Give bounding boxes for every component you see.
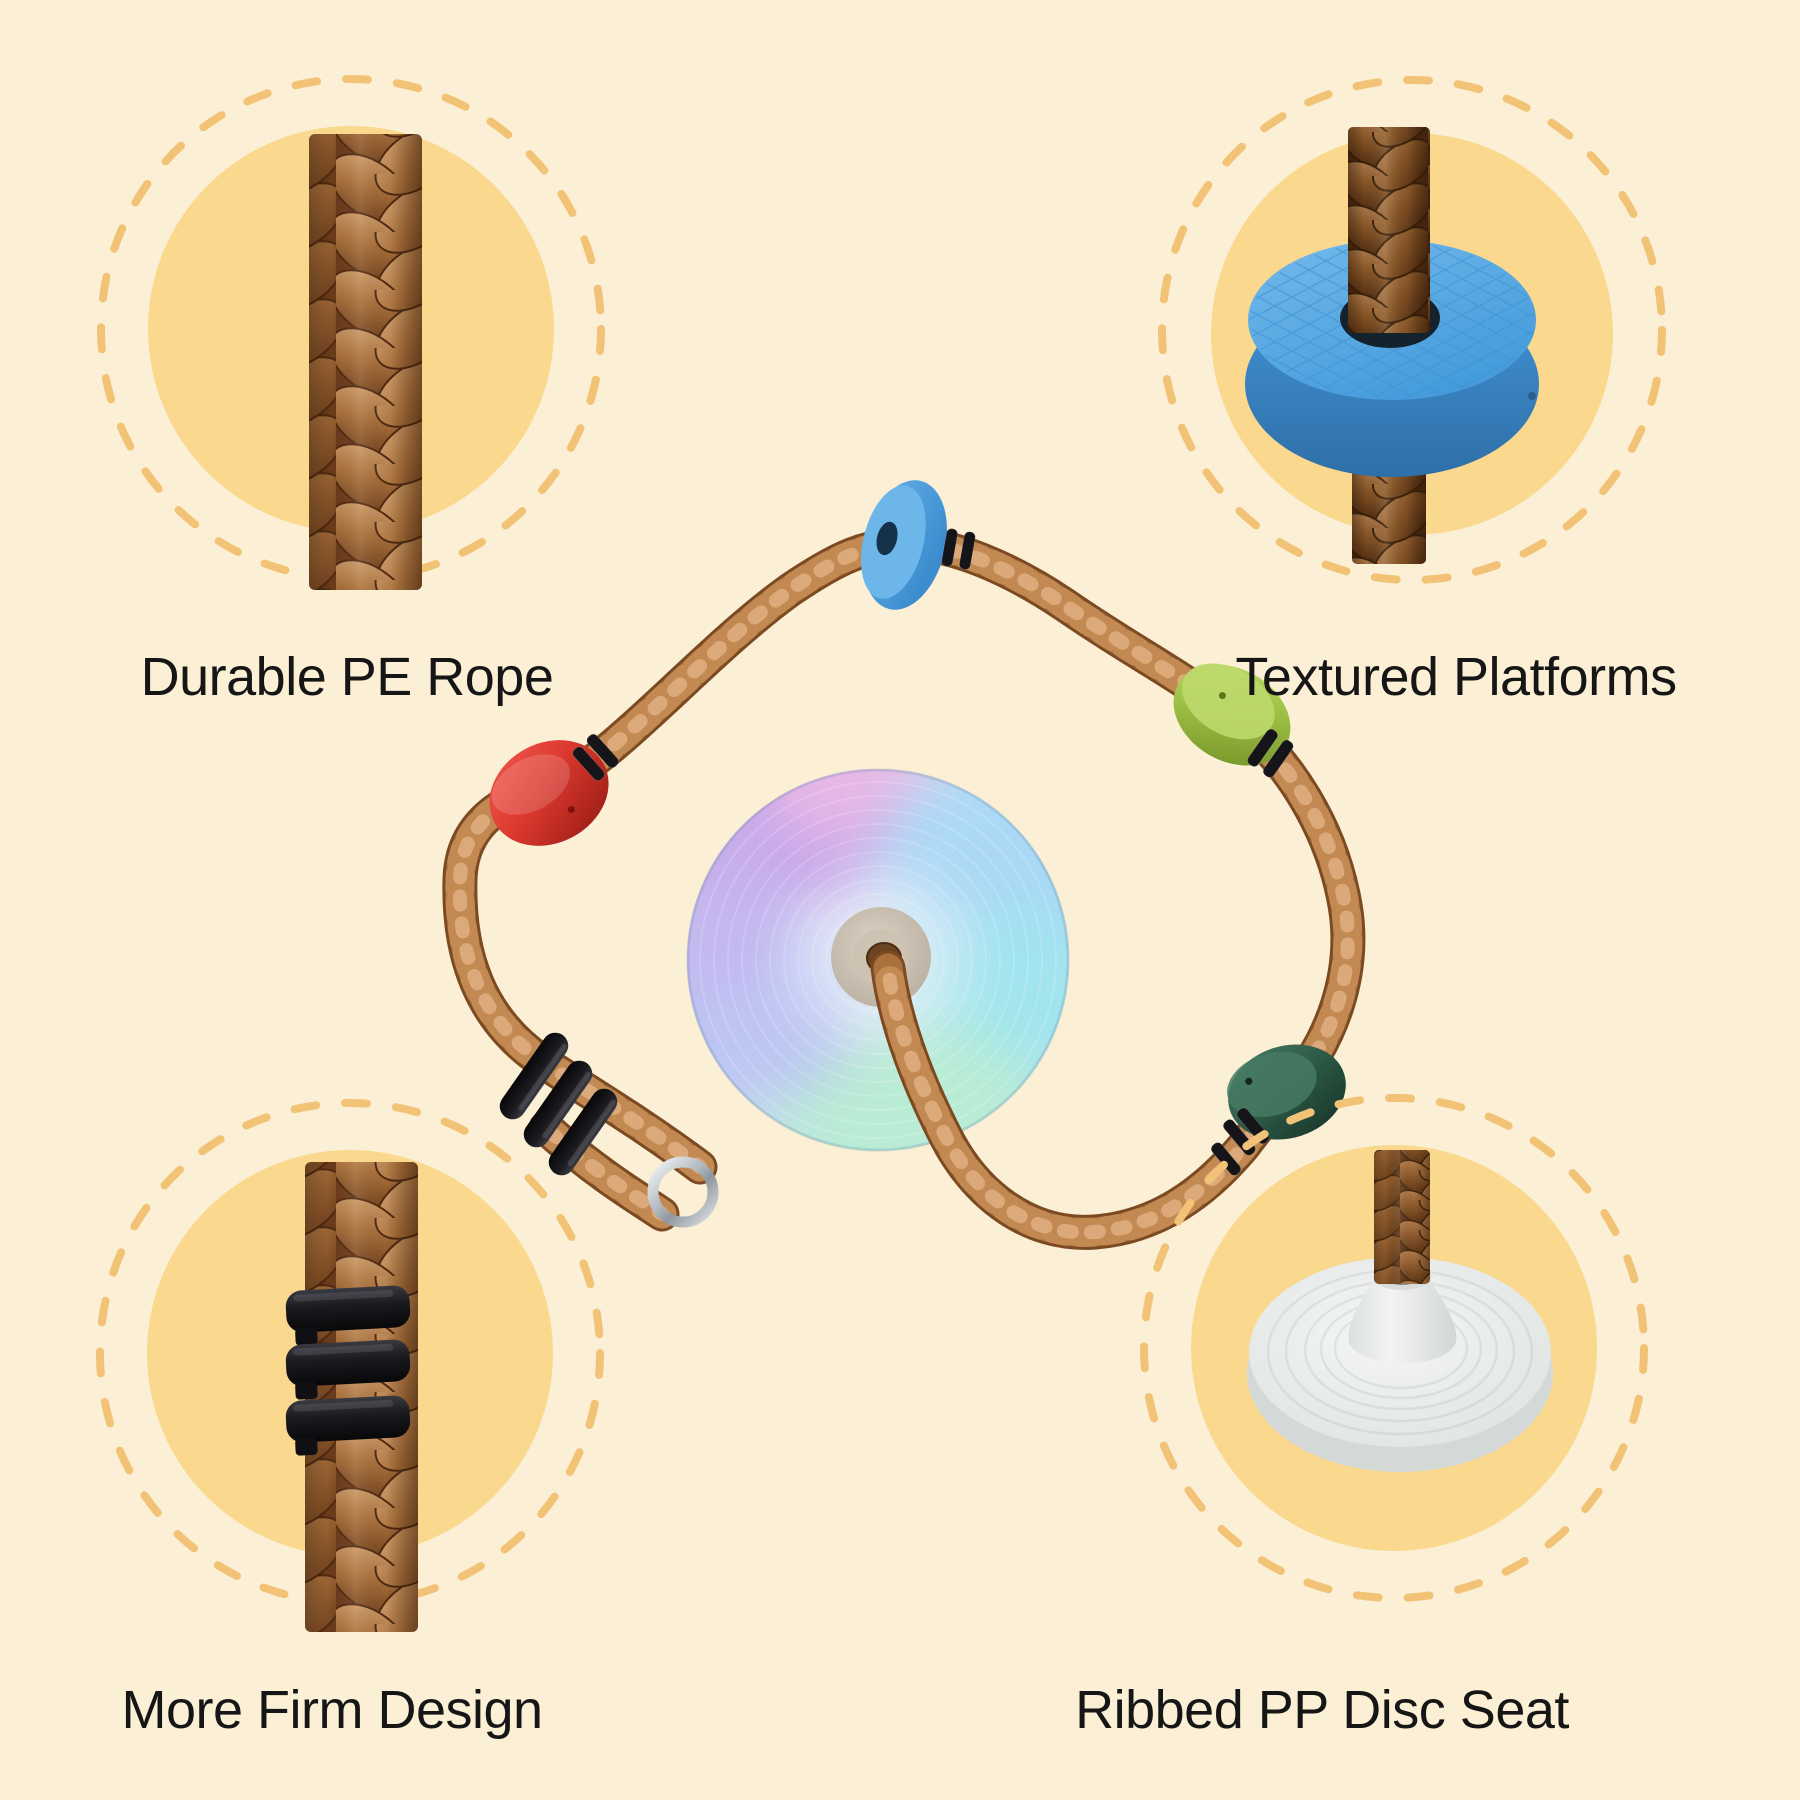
dashed-ring-top-left (97, 75, 605, 583)
platform-disc-blue (861, 480, 947, 610)
inset-disc-seat (1191, 1145, 1597, 1551)
feature-label-textured-platforms: Textured Platforms (1235, 647, 1677, 707)
dashed-ring-bottom-right (1140, 1094, 1648, 1602)
blue-platform-photo (1245, 127, 1539, 564)
feature-label-more-firm-design: More Firm Design (121, 1680, 543, 1740)
black-clamp-stack (285, 1285, 411, 1456)
rope-clamp-blue (941, 528, 976, 571)
platform-disc-red (489, 740, 609, 846)
platform-disc-dark-green (1227, 1044, 1346, 1140)
feature-label-ribbed-pp-disc-seat: Ribbed PP Disc Seat (1075, 1680, 1569, 1740)
rope-clamp-red (572, 733, 619, 782)
led-disc-seat (686, 768, 1070, 1152)
rope-closeup-photo (309, 134, 422, 590)
inset-rope-closeup (97, 75, 605, 590)
dashed-ring-top-right (1158, 76, 1666, 584)
steel-ring (647, 1156, 719, 1228)
disc-seat-photo (1247, 1150, 1553, 1472)
rope-clamps-photo (285, 1162, 418, 1632)
inset-textured-platform (1158, 76, 1666, 584)
rope-clamp-green (1247, 728, 1294, 778)
inset-rope-clamps (96, 1099, 604, 1632)
rope-clamp-end-stack (499, 1032, 618, 1176)
dashed-ring-bottom-left (96, 1099, 604, 1607)
seat-cone (1348, 1268, 1457, 1364)
climbing-rope-product (460, 480, 1358, 1233)
feature-label-durable-pe-rope: Durable PE Rope (140, 647, 554, 707)
